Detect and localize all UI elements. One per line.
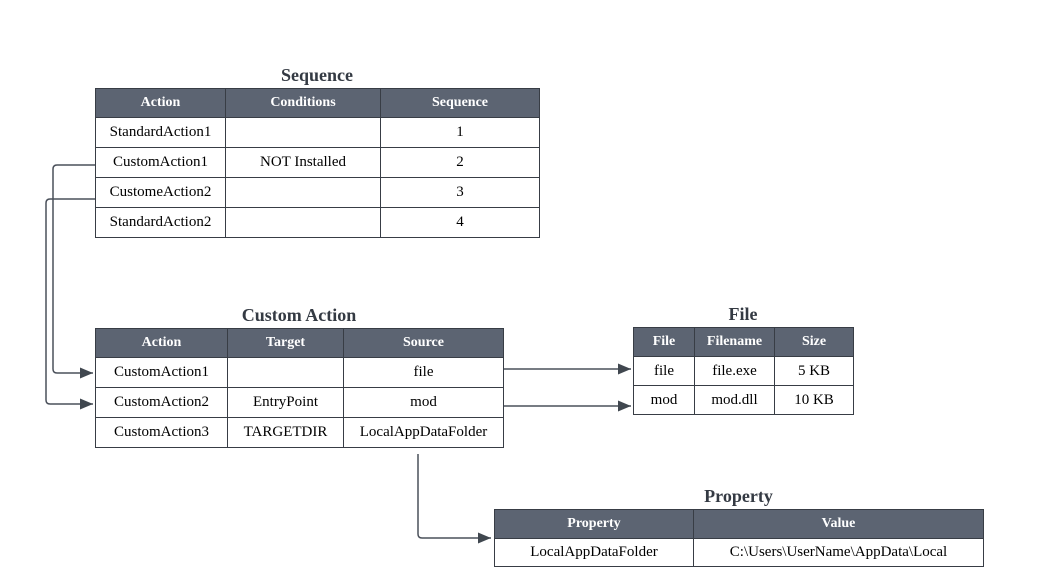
column-header: Size xyxy=(774,327,854,357)
cell: 2 xyxy=(380,147,540,178)
property-table: Property Value LocalAppDataFolder C:\Use… xyxy=(494,509,984,567)
table-row: CustomeAction2 3 xyxy=(95,177,540,208)
cell: EntryPoint xyxy=(227,387,344,418)
column-header: Property xyxy=(494,509,694,539)
cell: 1 xyxy=(380,117,540,148)
cell xyxy=(225,117,381,148)
connector-customaction-property xyxy=(417,454,491,544)
cell: StandardAction2 xyxy=(95,207,226,238)
cell xyxy=(225,177,381,208)
cell: CustomeAction2 xyxy=(95,177,226,208)
table-row: CustomAction1 file xyxy=(95,357,504,388)
cell: file xyxy=(343,357,504,388)
cell: CustomAction1 xyxy=(95,357,228,388)
cell: TARGETDIR xyxy=(227,417,344,448)
file-entity: File File Filename Size file file.exe 5 … xyxy=(633,303,854,415)
cell: mod.dll xyxy=(694,385,775,415)
cell: file.exe xyxy=(694,356,775,386)
cell: CustomAction2 xyxy=(95,387,228,418)
cell: LocalAppDataFolder xyxy=(494,538,694,567)
column-header: Sequence xyxy=(380,88,540,118)
table-row: file file.exe 5 KB xyxy=(633,356,854,386)
file-header-row: File Filename Size xyxy=(633,327,854,357)
sequence-table: Action Conditions Sequence StandardActio… xyxy=(95,88,540,238)
cell: CustomAction1 xyxy=(95,147,226,178)
file-table: File Filename Size file file.exe 5 KB mo… xyxy=(633,327,854,415)
cell: file xyxy=(633,356,695,386)
column-header: Conditions xyxy=(225,88,381,118)
cell xyxy=(225,207,381,238)
cell: C:\Users\UserName\AppData\Local xyxy=(693,538,984,567)
column-header: Value xyxy=(693,509,984,539)
column-header: Action xyxy=(95,328,228,358)
custom-action-entity: Custom Action Action Target Source Custo… xyxy=(95,304,504,448)
cell: mod xyxy=(343,387,504,418)
column-header: File xyxy=(633,327,695,357)
connector-sequence-customeaction2 xyxy=(45,198,95,410)
connector-sequence-customaction1 xyxy=(52,164,95,379)
cell: mod xyxy=(633,385,695,415)
cell: StandardAction1 xyxy=(95,117,226,148)
cell: 4 xyxy=(380,207,540,238)
column-header: Filename xyxy=(694,327,775,357)
file-title: File xyxy=(728,304,758,324)
sequence-header-row: Action Conditions Sequence xyxy=(95,88,540,118)
column-header: Source xyxy=(343,328,504,358)
sequence-entity: Sequence Action Conditions Sequence Stan… xyxy=(95,64,540,238)
cell: CustomAction3 xyxy=(95,417,228,448)
cell: 3 xyxy=(380,177,540,208)
table-row: LocalAppDataFolder C:\Users\UserName\App… xyxy=(494,538,984,567)
table-row: mod mod.dll 10 KB xyxy=(633,385,854,415)
custom-action-title: Custom Action xyxy=(241,305,357,325)
cell: 5 KB xyxy=(774,356,854,386)
table-row: CustomAction3 TARGETDIR LocalAppDataFold… xyxy=(95,417,504,448)
property-entity: Property Property Value LocalAppDataFold… xyxy=(494,485,984,567)
cell: NOT Installed xyxy=(225,147,381,178)
column-header: Target xyxy=(227,328,344,358)
table-row: StandardAction1 1 xyxy=(95,117,540,148)
property-title: Property xyxy=(704,486,773,506)
column-header: Action xyxy=(95,88,226,118)
custom-action-header-row: Action Target Source xyxy=(95,328,504,358)
cell: 10 KB xyxy=(774,385,854,415)
custom-action-table: Action Target Source CustomAction1 file … xyxy=(95,328,504,448)
table-row: CustomAction2 EntryPoint mod xyxy=(95,387,504,418)
table-row: StandardAction2 4 xyxy=(95,207,540,238)
cell: LocalAppDataFolder xyxy=(343,417,504,448)
sequence-title: Sequence xyxy=(281,65,353,85)
table-row: CustomAction1 NOT Installed 2 xyxy=(95,147,540,178)
property-header-row: Property Value xyxy=(494,509,984,539)
cell xyxy=(227,357,344,388)
